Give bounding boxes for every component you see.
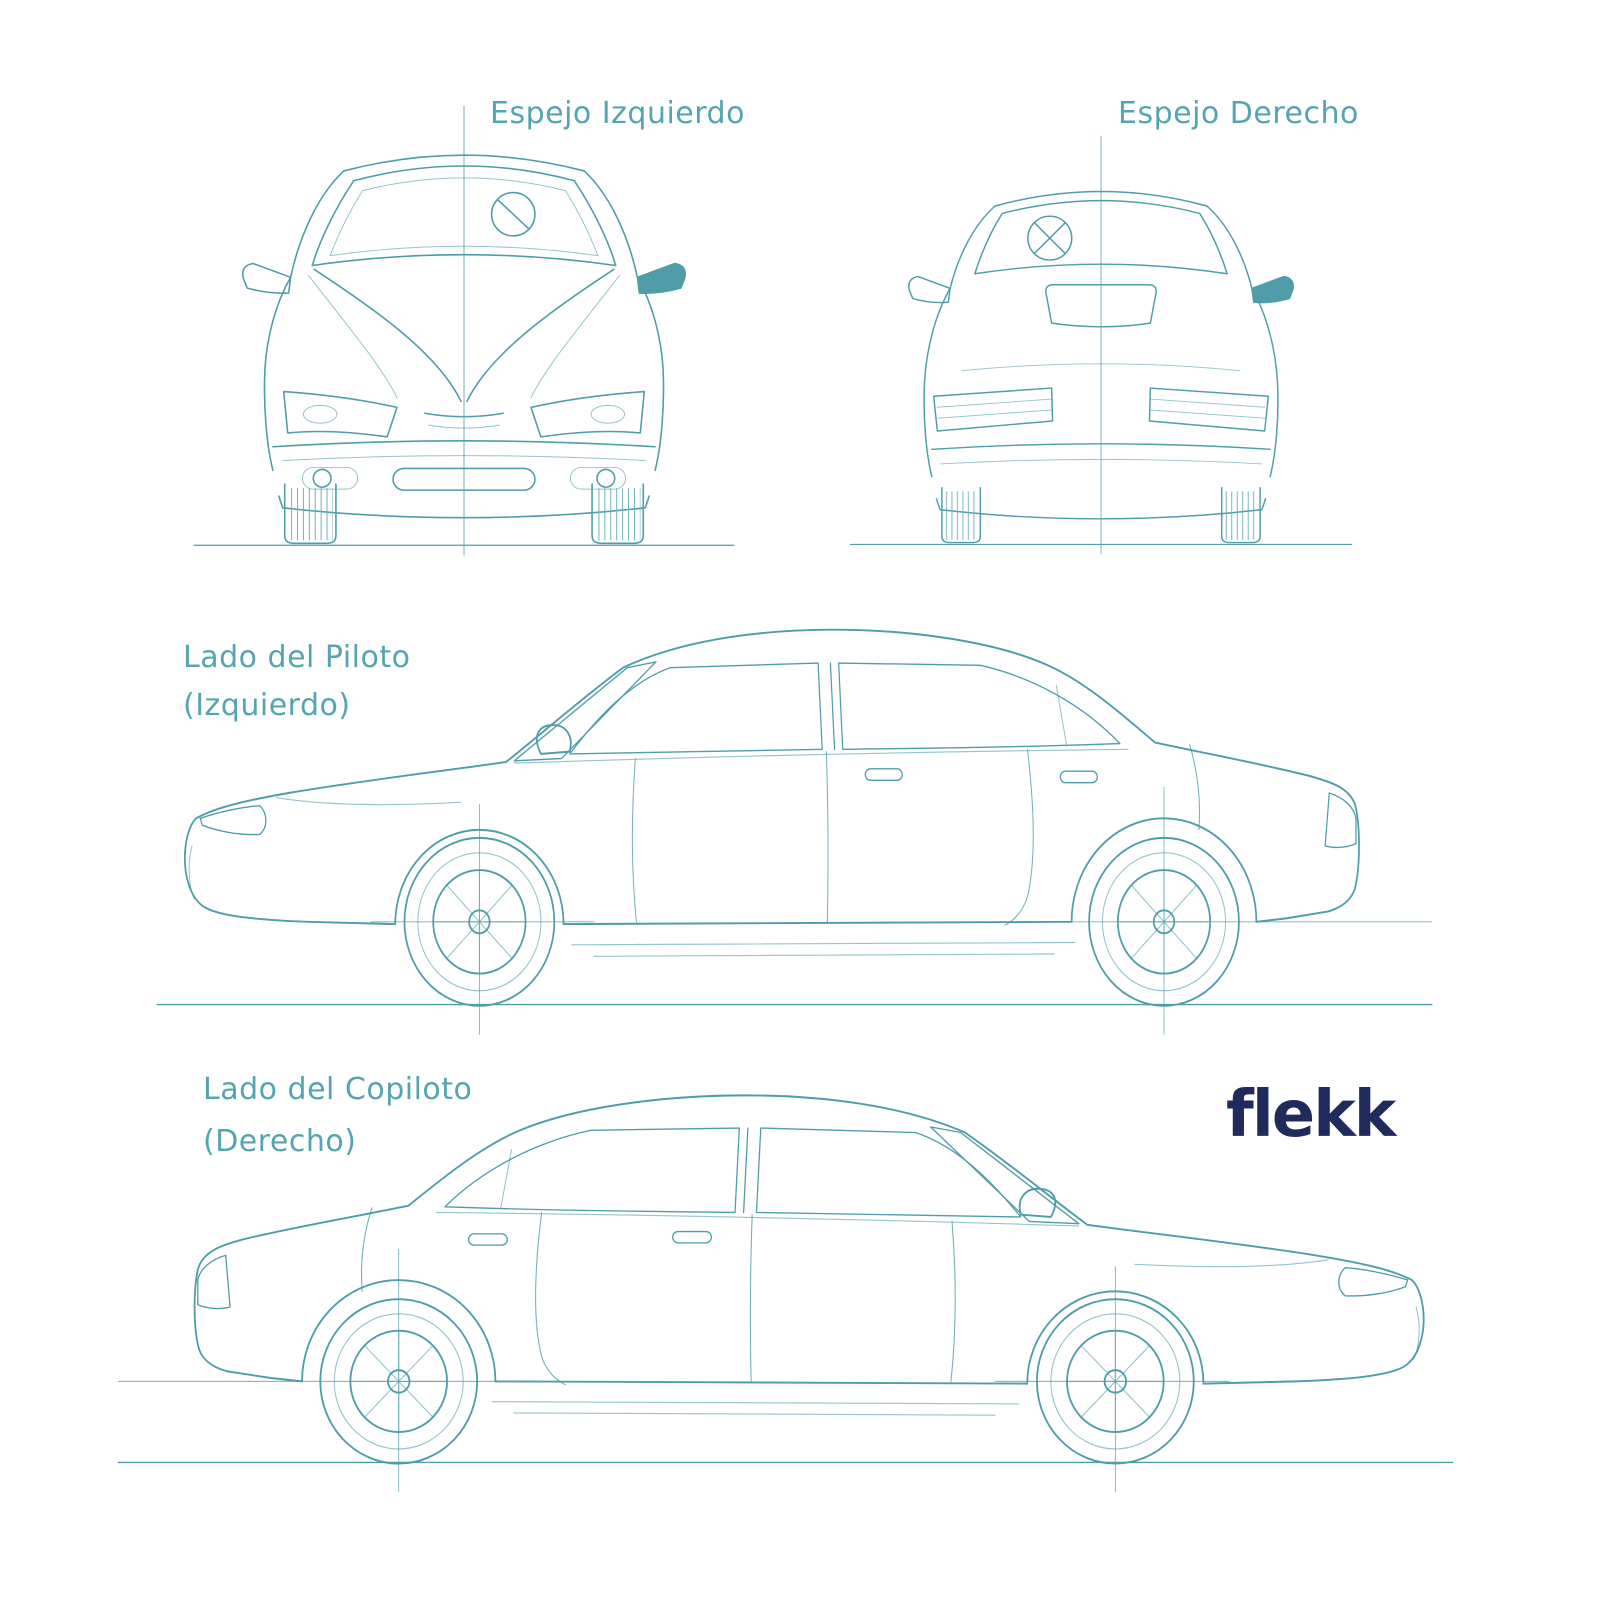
rear-door-window — [444, 1127, 740, 1214]
interior-mirror — [490, 191, 536, 237]
windshield — [929, 1126, 1080, 1225]
fog-light — [312, 468, 332, 488]
hood-crease — [313, 268, 462, 403]
front-wheel — [1035, 1298, 1195, 1465]
car-side-view-icon — [156, 628, 1433, 1035]
front-view-lines — [193, 105, 735, 556]
door-seam — [749, 1214, 753, 1384]
passenger-side-label-line2: (Derecho) — [203, 1124, 357, 1159]
trunk-seam — [361, 1207, 373, 1292]
wheel-spokes — [1117, 869, 1211, 975]
roof-line — [343, 154, 585, 172]
rocker-line — [513, 1412, 996, 1416]
b-pillar — [742, 1127, 749, 1214]
taillight — [1324, 792, 1357, 849]
side-mirror — [1018, 1187, 1057, 1218]
headlight — [199, 804, 267, 836]
roof-line — [994, 190, 1208, 207]
wheel-spokes — [349, 1330, 448, 1433]
rocker-line — [571, 941, 1076, 946]
rear-wheel — [319, 1298, 479, 1465]
door-handle — [467, 1233, 508, 1246]
front-door-window — [569, 662, 823, 755]
car-side-view-icon — [117, 1094, 1454, 1493]
rear-view-label: Espejo Derecho — [1118, 96, 1359, 131]
wheel — [283, 483, 337, 545]
rocker-line — [491, 1401, 1020, 1405]
side-mirror — [535, 724, 572, 755]
headlight — [1338, 1266, 1409, 1297]
rear-wheel — [1088, 836, 1240, 1007]
door-handle — [1059, 770, 1098, 784]
headlight — [530, 390, 646, 438]
b-pillar — [829, 662, 836, 750]
wheel — [941, 486, 982, 544]
door-seam — [825, 751, 829, 924]
hood-seam — [1134, 1259, 1329, 1268]
hood-crease — [466, 268, 615, 403]
door-seam — [535, 1211, 566, 1386]
rear-view-lines — [849, 136, 1353, 554]
car-body-outline — [193, 1094, 1425, 1385]
door-handle — [864, 768, 903, 782]
wheel-spokes — [1066, 1330, 1165, 1433]
grille — [423, 412, 505, 418]
car-front-view-diagram — [188, 100, 740, 563]
car-rear-view-icon — [849, 136, 1353, 554]
front-wheel — [403, 836, 556, 1007]
beltline — [435, 1211, 1080, 1227]
beltline — [513, 748, 1129, 764]
highlighted-right-side-mirror — [1251, 275, 1294, 304]
front-door-window — [755, 1127, 1022, 1218]
fog-light — [596, 468, 616, 488]
windshield — [513, 661, 657, 762]
rear-door-window — [838, 662, 1121, 750]
passenger-side-label-line1: Lado del Copiloto — [203, 1072, 473, 1107]
door-handle — [672, 1230, 713, 1244]
car-rear-view-diagram — [845, 131, 1357, 561]
bumper-top — [272, 440, 656, 448]
car-body-outline — [183, 628, 1360, 926]
license-plate-recess — [1045, 284, 1157, 328]
taillight — [1148, 387, 1270, 432]
taillight — [197, 1254, 231, 1310]
door-seam — [631, 757, 637, 923]
left-side-mirror — [908, 275, 951, 304]
flekk-logo: flekk — [1226, 1078, 1396, 1152]
air-intake — [392, 467, 536, 491]
car-front-view-icon — [193, 105, 735, 556]
car-passenger-side-diagram — [114, 985, 1457, 1503]
headlight — [282, 390, 398, 438]
wheel — [591, 483, 645, 545]
door-seam — [950, 1220, 956, 1382]
windshield — [311, 165, 617, 267]
right-side-mirror — [242, 262, 292, 295]
driver-side-label-line1: Lado del Piloto — [183, 640, 411, 675]
trunk-seam — [1189, 744, 1201, 831]
car-driver-side-diagram — [153, 517, 1436, 1046]
hood-seam — [275, 797, 462, 806]
wheel-spokes — [432, 869, 527, 975]
wheel — [1220, 486, 1261, 544]
door-seam — [1004, 748, 1034, 926]
front-view-label: Espejo Izquierdo — [490, 96, 745, 131]
side-view-lines — [156, 628, 1433, 1035]
steering-wheel-through-glass — [1027, 215, 1073, 261]
highlighted-left-side-mirror — [636, 262, 686, 295]
bumper-top — [931, 443, 1271, 451]
taillight — [932, 387, 1054, 432]
rocker-line — [593, 953, 1055, 957]
driver-side-label-line2: (Izquierdo) — [183, 688, 351, 723]
rear-window — [974, 199, 1228, 275]
side-view-lines — [117, 1094, 1454, 1493]
